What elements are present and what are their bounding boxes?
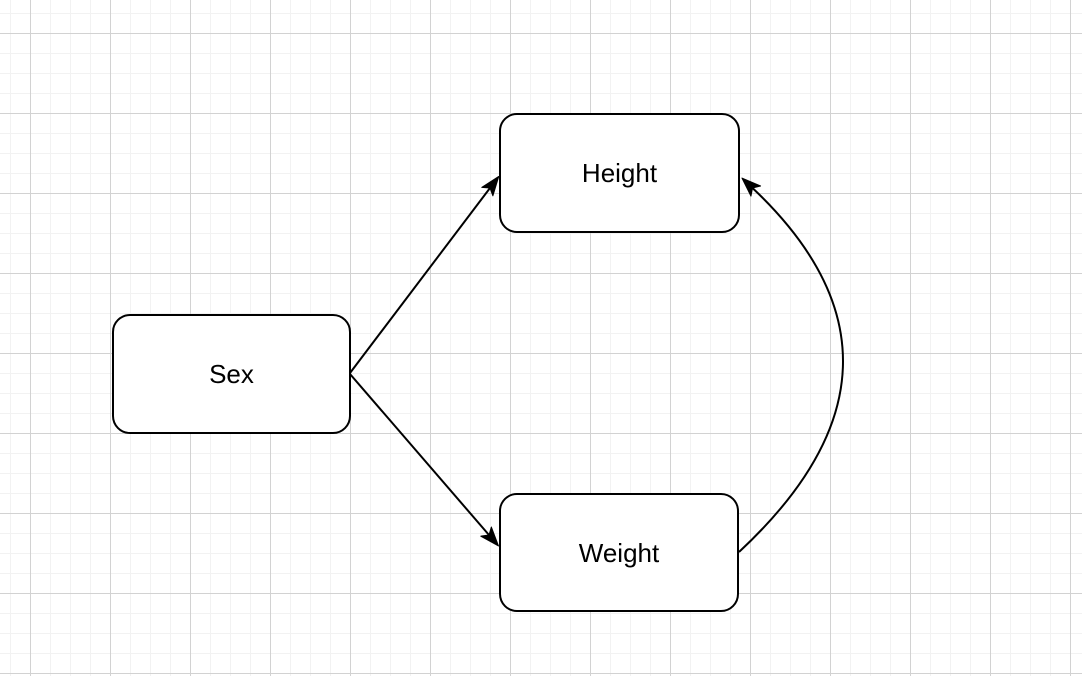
- edge-sex-to-height[interactable]: [349, 175, 500, 374]
- edge-weight-to-height[interactable]: [738, 177, 844, 553]
- node-sex[interactable]: Sex: [112, 314, 351, 434]
- node-sex-label: Sex: [209, 359, 254, 389]
- node-height[interactable]: Height: [499, 113, 740, 233]
- node-weight[interactable]: Weight: [499, 493, 739, 612]
- node-weight-label: Weight: [578, 537, 660, 568]
- node-height-label: Height: [581, 158, 658, 188]
- edge-sex-to-weight[interactable]: [349, 373, 499, 547]
